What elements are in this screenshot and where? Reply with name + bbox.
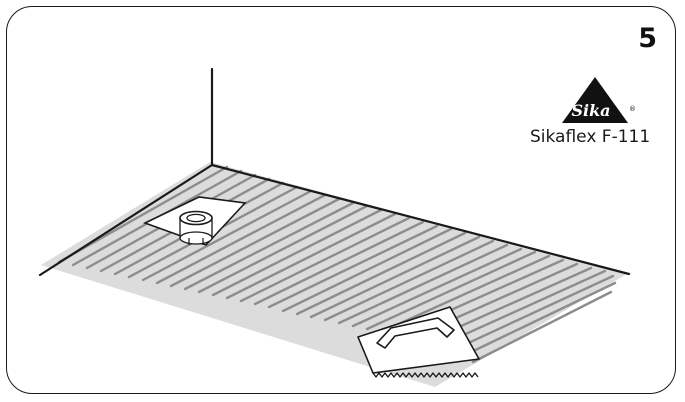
floor-drain	[142, 196, 247, 246]
step-number: 5	[638, 23, 657, 54]
room-corner-lines	[38, 67, 631, 277]
sika-triangle-logo-icon: Sika ®	[562, 77, 636, 123]
notched-trowel-icon	[357, 306, 480, 378]
floor-adhesive-illustration	[38, 67, 631, 387]
brand-name: Sika	[571, 101, 610, 120]
left-floor-edge	[38, 163, 214, 277]
registered-mark: ®	[629, 105, 636, 113]
product-name: Sikaflex F-111	[530, 127, 651, 147]
back-floor-edge	[210, 163, 631, 276]
illustration-frame: 5 Sika ® Sikaflex F-111	[6, 6, 676, 394]
adhesive-groove-lines	[57, 165, 617, 364]
